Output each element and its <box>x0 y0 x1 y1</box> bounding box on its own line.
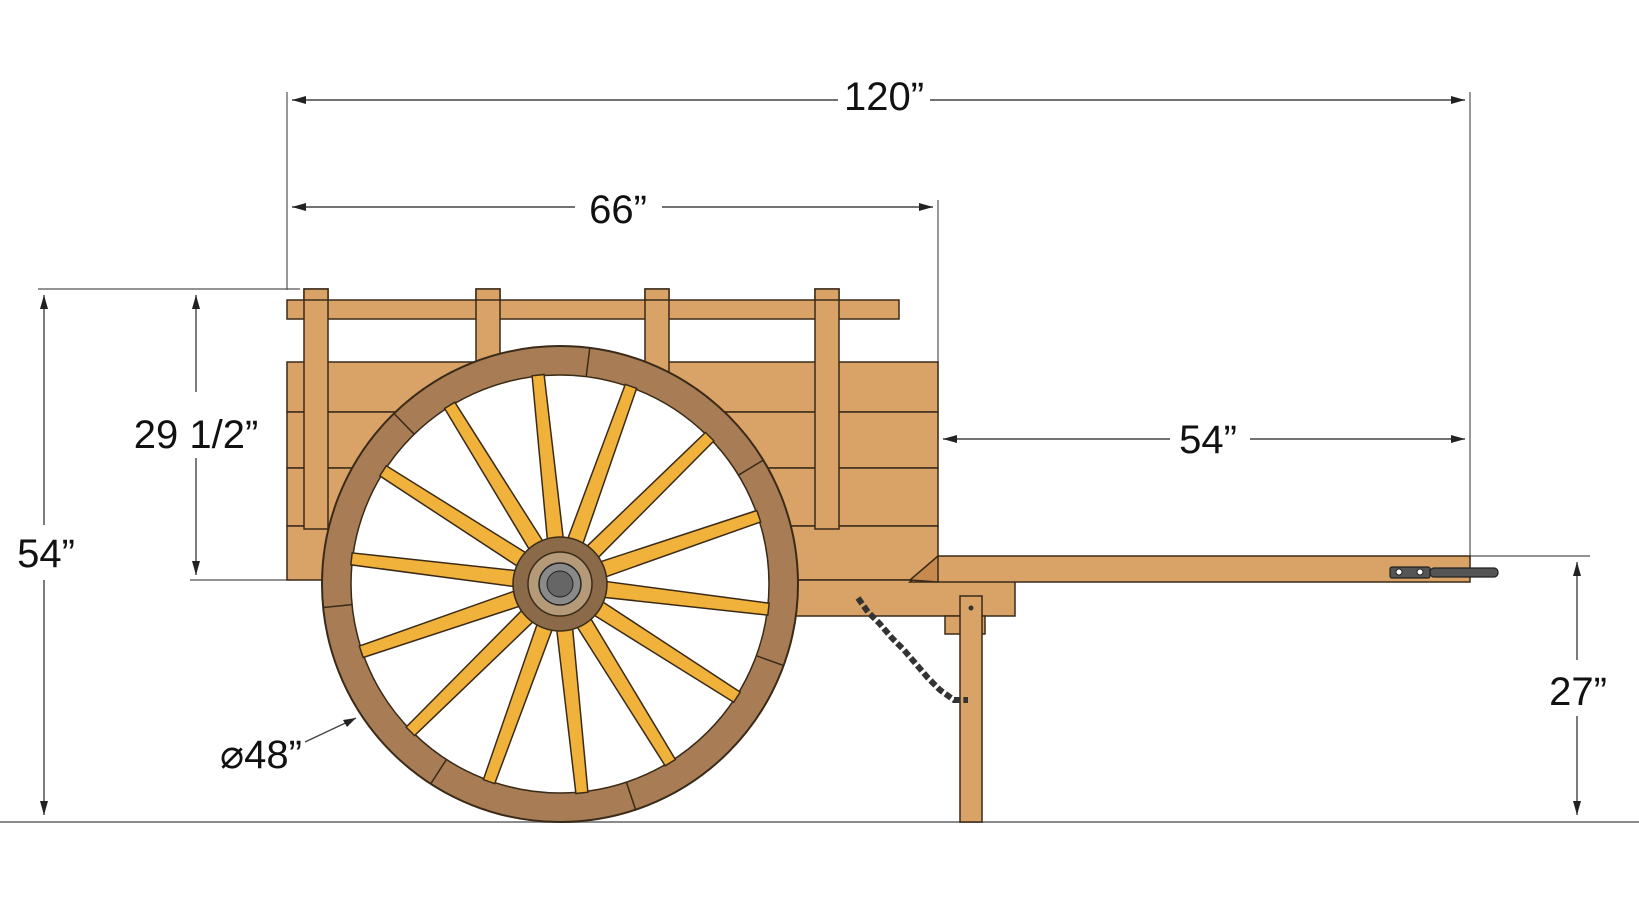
prop-stand-bolt <box>968 605 974 611</box>
stake-cap <box>475 288 501 301</box>
wheel-spokes <box>349 373 771 795</box>
tongue-joint <box>908 554 939 583</box>
stake <box>814 288 840 530</box>
stake-cap <box>644 288 670 301</box>
stake <box>303 288 329 530</box>
wheel-felloe-joint <box>430 759 448 785</box>
hitch-bolt <box>1395 568 1403 576</box>
wheel-felloe-joint <box>625 781 637 810</box>
prop-stand <box>944 595 986 823</box>
dimension-box-height: 29 1/2” <box>134 295 259 575</box>
wheel <box>321 345 799 823</box>
wheel-felloe-joint <box>738 459 764 476</box>
dimension-box-height-label: 29 1/2” <box>134 413 259 457</box>
tongue-shaft <box>908 555 1471 583</box>
wheel-felloe-joint <box>585 347 591 377</box>
dimension-tongue-length: 54” <box>943 418 1465 462</box>
dimension-wheel-diameter: ⌀48” <box>220 717 357 777</box>
dimension-tongue-length-label: 54” <box>1179 418 1237 462</box>
wheel-felloe-joint <box>393 412 415 435</box>
top-rail <box>286 299 900 320</box>
dimension-box-length-label: 66” <box>589 188 647 232</box>
wheel-axle-nut <box>546 570 574 598</box>
dimension-tongue-height: 27” <box>1549 562 1607 815</box>
dimension-overall-length: 120” <box>292 75 1465 119</box>
wheel-felloe-joint <box>756 654 784 667</box>
wheel-felloe-joint <box>323 603 353 609</box>
hitch-pin <box>1429 567 1499 578</box>
dimension-overall-length-label: 120” <box>844 75 924 119</box>
chain-icon <box>855 596 968 703</box>
dimension-box-length: 66” <box>292 188 933 232</box>
prop-stand-leg <box>959 595 983 823</box>
stake-cap <box>303 288 329 301</box>
dimension-tongue-height-label: 27” <box>1549 670 1607 714</box>
wheel-rim-joints <box>323 347 784 810</box>
extension-lines <box>38 92 1590 581</box>
dimension-overall-height: 54” <box>17 295 75 815</box>
dimension-wheel-diameter-label: ⌀48” <box>220 733 302 777</box>
hitch-bolt <box>1416 568 1424 576</box>
hitch-hardware <box>1389 566 1499 579</box>
stake-cap <box>814 288 840 301</box>
dimension-overall-height-label: 54” <box>17 532 75 576</box>
